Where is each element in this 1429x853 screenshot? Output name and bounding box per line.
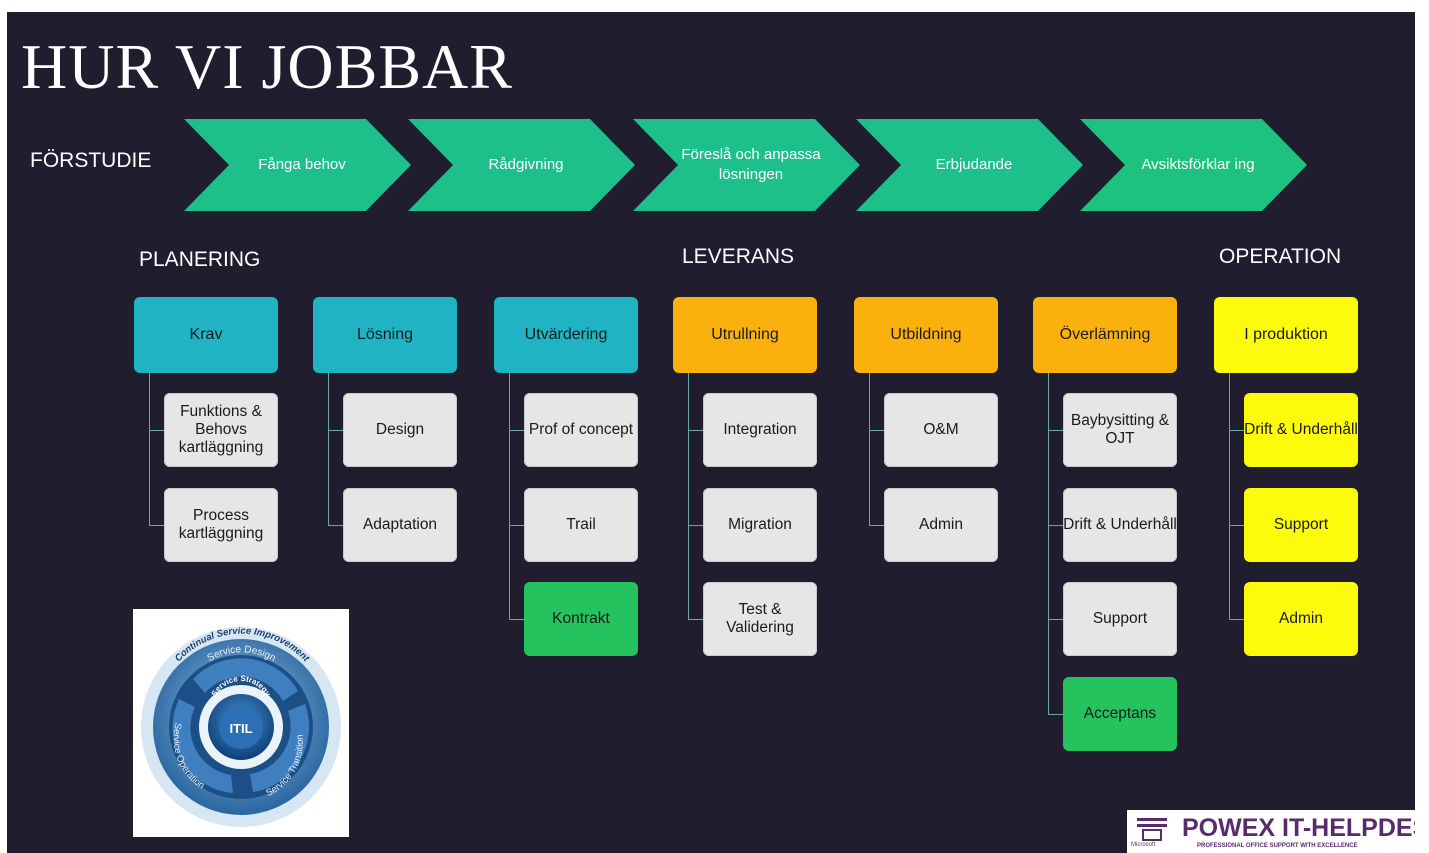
- column-2-item-2: Adaptation: [343, 488, 457, 562]
- stage-planering: PLANERING: [139, 248, 261, 271]
- connector-vertical: [688, 373, 689, 619]
- chevron-1: [184, 119, 411, 211]
- connector-horizontal: [1229, 619, 1244, 620]
- connector-horizontal: [1229, 430, 1244, 431]
- slide-title: HUR VI JOBBAR: [21, 31, 513, 102]
- connector-horizontal: [149, 430, 164, 431]
- itil-diagram: ITIL Continual Service Improvement Servi…: [133, 609, 349, 837]
- connector-horizontal: [509, 430, 524, 431]
- logo-tagline: PROFESSIONAL OFFICE SUPPORT WITH EXCELLE…: [1197, 843, 1358, 849]
- column-6-item-3: Support: [1063, 582, 1177, 656]
- column-4-item-3: Test & Validering: [703, 582, 817, 656]
- connector-horizontal: [328, 525, 343, 526]
- column-1-item-2: Process kartläggning: [164, 488, 278, 562]
- connector-vertical: [509, 373, 510, 619]
- chevron-label-4: Erbjudande: [935, 156, 1013, 173]
- connector-horizontal: [509, 619, 524, 620]
- column-2-item-1: Design: [343, 393, 457, 467]
- column-4-item-2: Migration: [703, 488, 817, 562]
- slide: HUR VI JOBBAR FÖRSTUDIE PLANERING LEVERA…: [7, 12, 1415, 853]
- column-head-2: Lösning: [313, 297, 457, 373]
- column-3-item-3: Kontrakt: [524, 582, 638, 656]
- chevron-label-5: Avsiktsförklar ing: [1141, 156, 1255, 173]
- connector-horizontal: [869, 525, 884, 526]
- column-head-5: Utbildning: [854, 297, 998, 373]
- logo-name: POWEX IT-HELPDESK: [1182, 814, 1415, 842]
- connector-vertical: [1229, 373, 1230, 619]
- connector-vertical: [1048, 373, 1049, 714]
- chevron-label-2: Rådgivning: [488, 156, 564, 173]
- connector-horizontal: [869, 430, 884, 431]
- column-6-item-2: Drift & Underhåll: [1063, 488, 1177, 562]
- chevron-4: [856, 119, 1083, 211]
- column-head-7: I produktion: [1214, 297, 1358, 373]
- connector-vertical: [328, 373, 329, 525]
- connector-horizontal: [1048, 714, 1063, 715]
- chevron-3: [633, 119, 860, 211]
- column-head-4: Utrullning: [673, 297, 817, 373]
- chevron-2: [408, 119, 635, 211]
- connector-horizontal: [1048, 619, 1063, 620]
- chevron-5: [1080, 119, 1307, 211]
- column-3-item-1: Prof of concept: [524, 393, 638, 467]
- stage-leverans: LEVERANS: [682, 245, 795, 268]
- column-1-item-1: Funktions & Behovs kartläggning: [164, 393, 278, 467]
- column-6-item-1: Baybysitting & OJT: [1063, 393, 1177, 467]
- column-4-item-1: Integration: [703, 393, 817, 467]
- microsoft-partner-label: Microsoft: [1131, 842, 1156, 848]
- connector-vertical: [149, 373, 150, 525]
- column-7-item-1: Drift & Underhåll: [1244, 393, 1358, 467]
- connector-horizontal: [688, 525, 703, 526]
- connector-horizontal: [149, 525, 164, 526]
- stage-operation: OPERATION: [1219, 245, 1342, 268]
- column-6-item-4: Acceptans: [1063, 677, 1177, 751]
- connector-horizontal: [688, 619, 703, 620]
- connector-horizontal: [328, 430, 343, 431]
- column-5-item-1: O&M: [884, 393, 998, 467]
- connector-horizontal: [688, 430, 703, 431]
- itil-wheel-graphic: ITIL Continual Service Improvement Servi…: [141, 626, 341, 827]
- chevron-label-3: Föreslå och anpassa lösningen: [681, 146, 821, 183]
- connector-horizontal: [1048, 525, 1063, 526]
- connector-horizontal: [509, 525, 524, 526]
- itil-center-label: ITIL: [229, 721, 252, 736]
- column-3-item-2: Trail: [524, 488, 638, 562]
- process-chevrons: [184, 119, 1307, 211]
- column-head-1: Krav: [134, 297, 278, 373]
- connector-vertical: [869, 373, 870, 525]
- connector-horizontal: [1048, 430, 1063, 431]
- column-7-item-3: Admin: [1244, 582, 1358, 656]
- helpdesk-icon: [1137, 818, 1167, 841]
- connector-horizontal: [1229, 525, 1244, 526]
- column-head-3: Utvärdering: [494, 297, 638, 373]
- column-5-item-2: Admin: [884, 488, 998, 562]
- chevron-label-1: Fånga behov: [258, 156, 346, 173]
- stage-forstudie: FÖRSTUDIE: [30, 149, 152, 172]
- column-head-6: Överlämning: [1033, 297, 1177, 373]
- powex-logo: Microsoft POWEX IT-HELPDESK PROFESSIONAL…: [1127, 810, 1415, 853]
- column-7-item-2: Support: [1244, 488, 1358, 562]
